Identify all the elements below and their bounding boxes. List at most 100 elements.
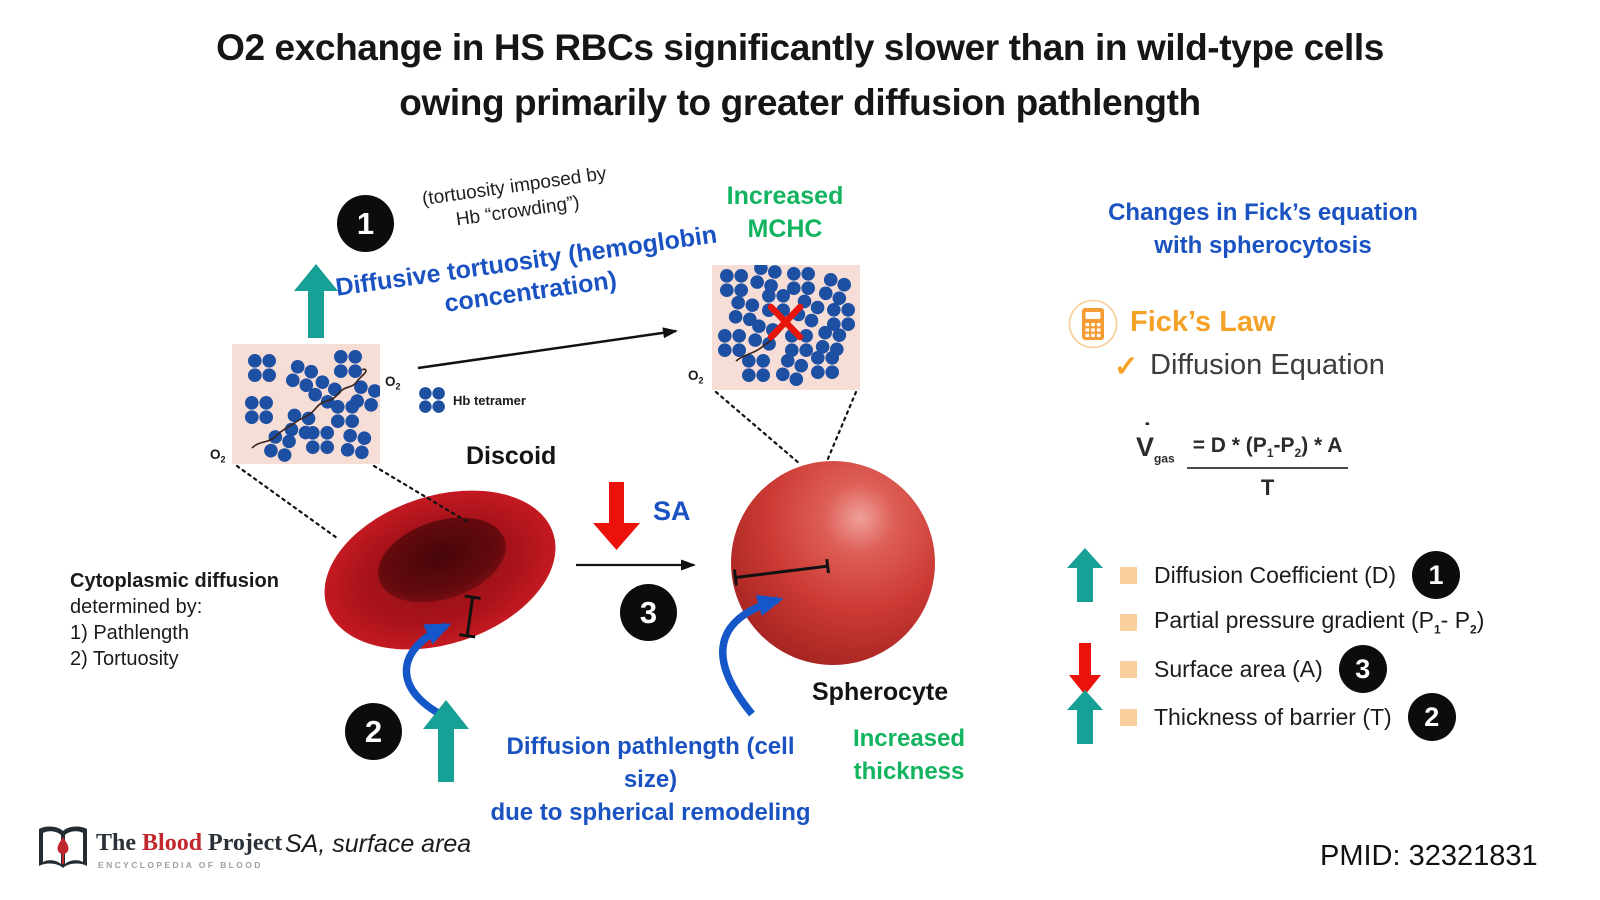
row-badge-3: 3 (1338, 645, 1387, 693)
o2-symbol: O (385, 374, 396, 389)
logo-word-project: Project (202, 830, 283, 856)
callout-dotted-lines-right (714, 390, 858, 466)
logo-word-the: The (96, 830, 143, 856)
v-subscript: gas (1154, 451, 1175, 466)
o2-symbol: O (210, 447, 221, 462)
o2-label-right: O2 (688, 368, 704, 386)
checkmark-icon: ✓ (1114, 351, 1139, 383)
discoid-rbc (324, 490, 556, 650)
step-1-number: 1 (356, 205, 375, 241)
num-sub2: 2 (1294, 446, 1302, 461)
row-label-mid: - P (1440, 607, 1471, 634)
logo-word-blood: Blood (142, 830, 203, 856)
num-sub1: 1 (1266, 446, 1274, 461)
num-part-a: = D * (P (1192, 434, 1267, 457)
hb-tetramers-normal (245, 350, 380, 464)
increased-thickness-line1: Increased (852, 725, 966, 752)
v-dot: ˙ (1143, 417, 1152, 447)
bullet-square (1120, 613, 1137, 631)
fick-row-diffusion-coefficient: Diffusion Coefficient (D) 1 (1050, 548, 1461, 602)
row-badge-1: 1 (1412, 551, 1461, 599)
row-label-sub1: 1 (1433, 622, 1441, 637)
equation-denominator: T (1260, 475, 1275, 501)
down-arrow-icon (1069, 643, 1101, 695)
book-logo-icon (39, 826, 87, 868)
sa-abbreviation-note: SA, surface area (285, 830, 472, 858)
hb-box-crowded (712, 265, 860, 390)
diffusive-tortuosity-label: Diffusive tortuosity (hemoglobin concent… (334, 220, 724, 335)
row-label: Thickness of barrier (T) (1154, 703, 1392, 730)
discoid-label: Discoid (466, 442, 557, 470)
num-part-b: -P (1273, 434, 1295, 457)
decrease-arrow-sa (593, 482, 640, 555)
up-arrow-icon (1067, 690, 1103, 744)
blood-project-wordmark: The Blood Project (96, 830, 282, 857)
row-arrow-slot (1050, 643, 1120, 695)
increase-arrow-pathlength (423, 700, 469, 787)
blocked-x-icon (767, 303, 804, 341)
bullet-square (1120, 566, 1137, 584)
row-badge-number: 3 (1355, 653, 1371, 684)
row-badge-number: 1 (1428, 559, 1444, 590)
increase-arrow-tortuosity (294, 264, 338, 343)
increased-thickness-label: Increased thickness (843, 722, 975, 788)
bullet-square (1120, 660, 1137, 678)
o2-symbol: O (688, 368, 699, 383)
fick-row-surface-area: Surface area (A) 3 (1050, 643, 1387, 695)
fick-row-thickness: Thickness of barrier (T) 2 (1050, 690, 1456, 744)
pathlength-line1: Diffusion pathlength (cell size) (506, 733, 795, 793)
row-label: Partial pressure gradient (P1- P2) (1154, 607, 1484, 637)
row-label-post: ) (1476, 607, 1485, 634)
up-arrow-icon (423, 700, 469, 782)
cytoplasmic-line4: 2) Tortuosity (70, 648, 179, 670)
diffusion-equation-label: Diffusion Equation (1150, 349, 1385, 381)
bullet-square (1120, 708, 1137, 726)
cytoplasmic-line3: 1) Pathlength (70, 622, 189, 644)
page-title-line2: owing primarily to greater diffusion pat… (399, 82, 1201, 123)
diffusion-transition-arrow (417, 327, 678, 370)
equation-numerator: = D * (P1-P2) * A (1186, 432, 1349, 470)
up-arrow-icon (294, 264, 338, 338)
o2-subscript: 2 (698, 375, 704, 386)
hb-tetramers-crowded (718, 265, 855, 388)
up-arrow-icon (1067, 548, 1103, 602)
vgas-symbol: ˙Vgas (1136, 417, 1175, 466)
row-label-pre: Partial pressure gradient (P (1154, 607, 1434, 634)
hb-tetramer-icon (419, 387, 445, 413)
spherocyte-rbc (731, 461, 935, 665)
step-2-number: 2 (364, 713, 383, 749)
row-arrow-slot (1050, 548, 1120, 602)
row-label: Diffusion Coefficient (D) (1154, 561, 1397, 588)
row-label: Surface area (A) (1154, 655, 1323, 682)
blood-project-tagline: ENCYCLOPEDIA OF BLOOD (98, 860, 263, 870)
tortuosity-note: (tortuosity imposed by Hb “crowding”) (394, 158, 639, 241)
spherocyte-label: Spherocyte (812, 678, 949, 706)
blood-project-logo (36, 824, 90, 877)
pmid-reference: PMID: 32321831 (1320, 840, 1538, 872)
num-part-c: ) * A (1301, 434, 1343, 457)
diffusion-path-squiggle (251, 368, 367, 449)
o2-label-left-bottom: O2 (210, 447, 226, 465)
pathlength-label: Diffusion pathlength (cell size) due to … (478, 730, 823, 829)
sa-label: SA (653, 496, 691, 526)
v-letter: V (1136, 432, 1155, 462)
page-title-line1: O2 exchange in HS RBCs significantly slo… (216, 27, 1384, 68)
calculator-icon-svg (1068, 299, 1118, 349)
cytoplasmic-diffusion-note: Cytoplasmic diffusion determined by: 1) … (70, 568, 279, 672)
cytoplasmic-line2: determined by: (70, 596, 203, 618)
hb-tetramer-label: Hb tetramer (453, 392, 526, 408)
row-badge-2: 2 (1407, 693, 1456, 741)
step-3-badge: 3 (620, 584, 677, 641)
fick-heading-line1: Changes in Fick’s equation (1108, 199, 1418, 226)
pathlength-line2: due to spherical remodeling (490, 799, 811, 826)
fick-heading-line2: with spherocytosis (1154, 232, 1372, 259)
o2-label-left-top: O2 (385, 374, 401, 392)
increased-mchc-label: Increased MCHC (705, 180, 865, 246)
hb-box-normal (232, 344, 380, 464)
step-2-badge: 2 (345, 703, 402, 760)
row-label-sub2: 2 (1470, 622, 1477, 637)
calculator-icon (1068, 299, 1118, 354)
o2-subscript: 2 (395, 381, 401, 392)
o2-subscript: 2 (220, 454, 226, 465)
increased-mchc-line1: Increased (726, 182, 844, 210)
